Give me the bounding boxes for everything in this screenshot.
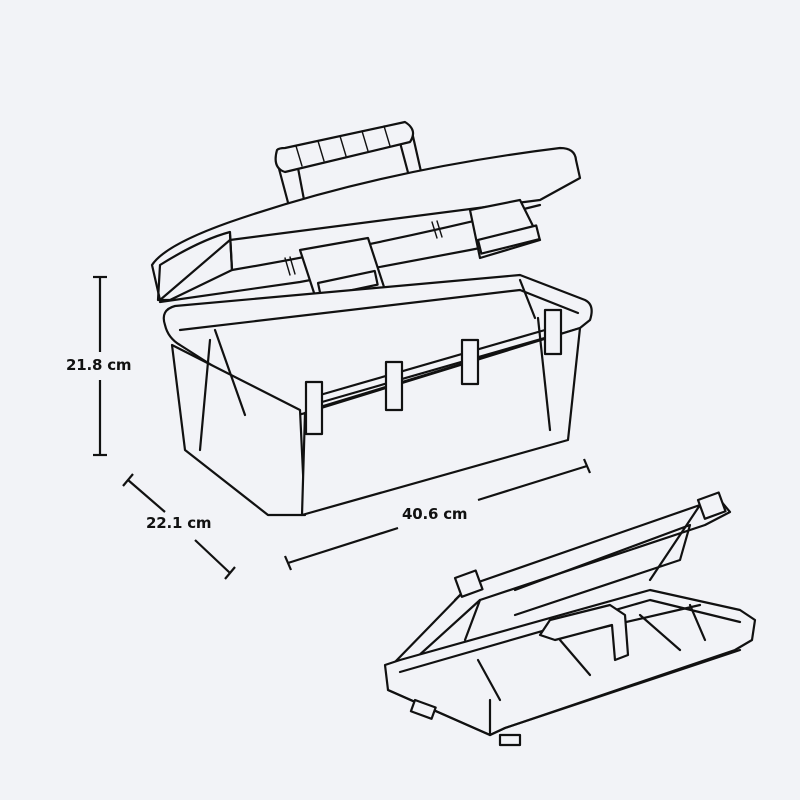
latch-left [304, 380, 324, 436]
toolbox-illustration [150, 120, 593, 517]
latch-center-left [384, 360, 404, 412]
depth-dimension-label: 22.1 cm [146, 514, 212, 532]
tray-illustration [383, 491, 757, 747]
height-dimension-label: 21.8 cm [66, 356, 132, 374]
width-dimension-label: 40.6 cm [402, 505, 468, 523]
latch-center-right [460, 338, 480, 386]
height-dimension-line [93, 275, 107, 457]
depth-dimension-line [122, 473, 236, 580]
toolbox-lid [150, 146, 582, 307]
latch-right [543, 308, 563, 356]
toolbox-body [162, 273, 593, 517]
width-dimension-line [283, 458, 592, 571]
